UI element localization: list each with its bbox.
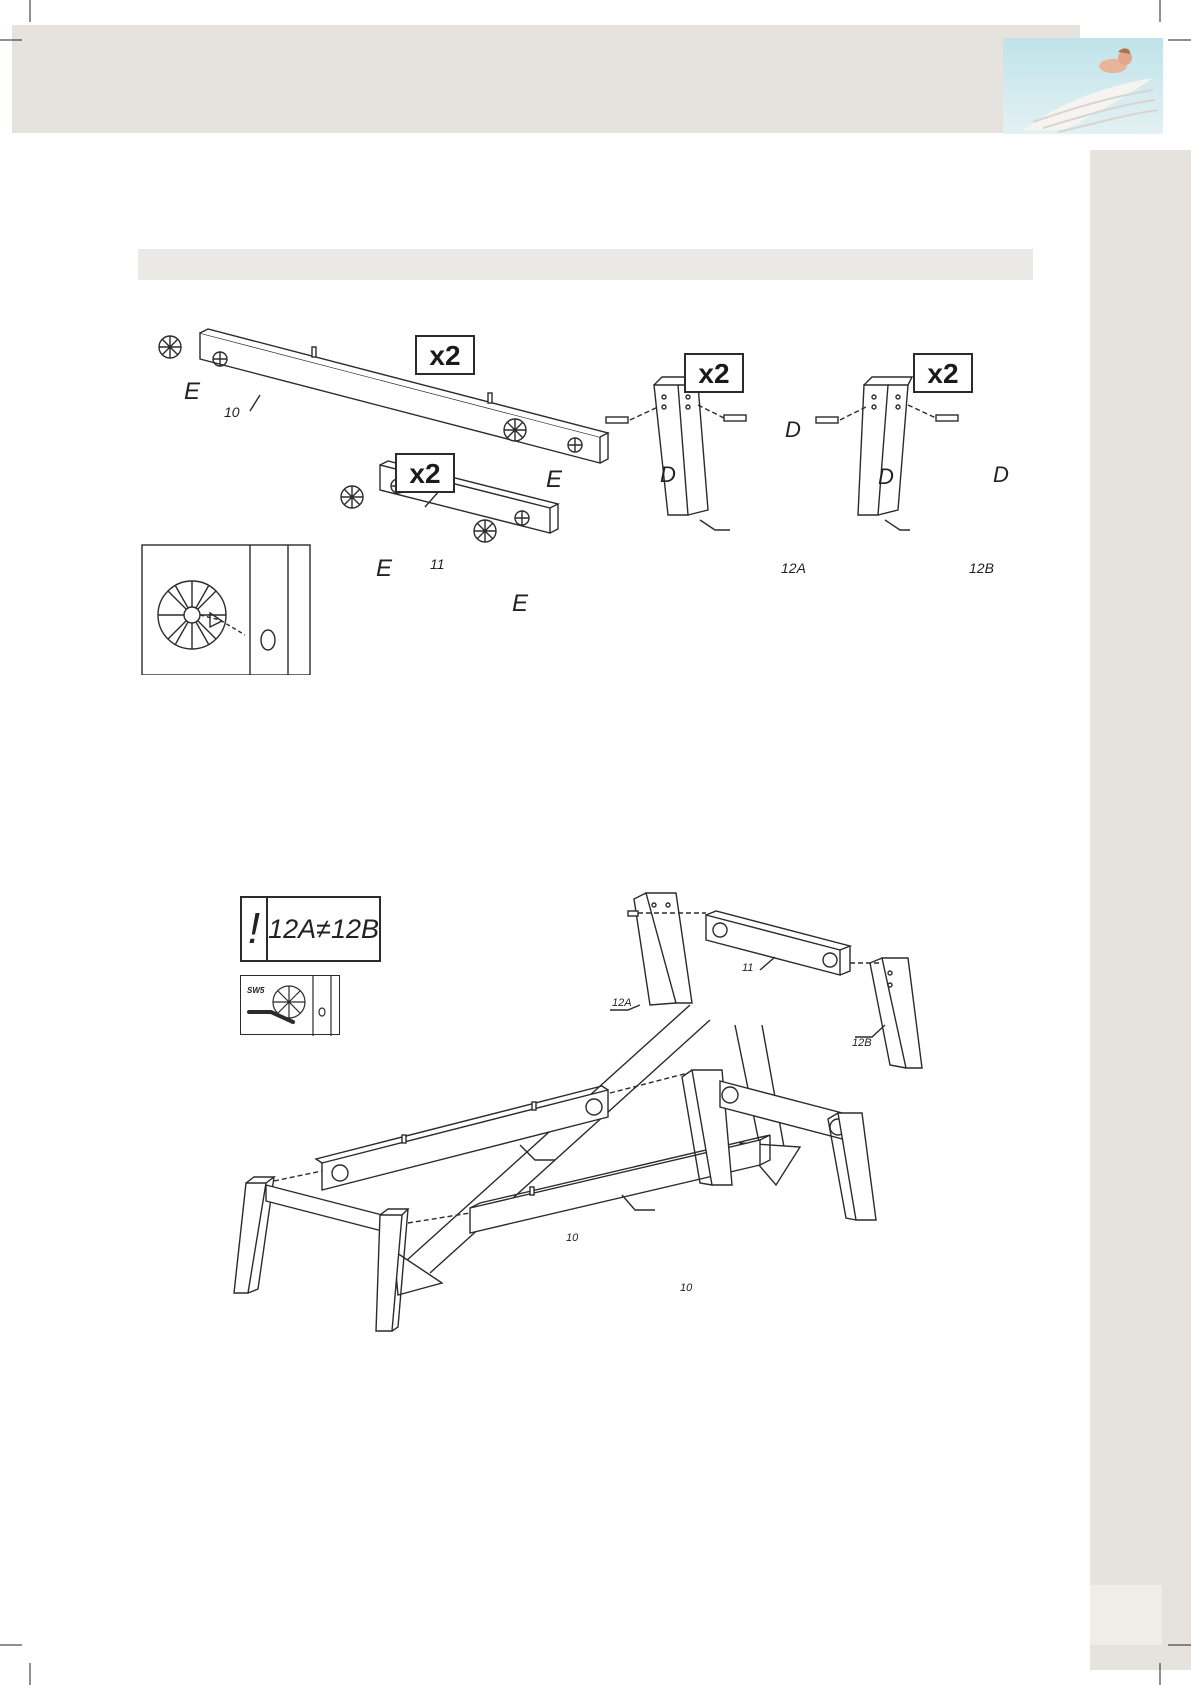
hardware-label-e: E	[184, 378, 200, 406]
leg-12a	[610, 893, 706, 1010]
cam-lock-icon	[341, 486, 363, 508]
quantity-badge: x2	[913, 353, 973, 393]
cam-lock-icon	[504, 419, 526, 441]
long-rail-10	[316, 1086, 608, 1190]
part-label-10: 10	[566, 1232, 578, 1244]
leg-12b	[858, 377, 912, 530]
step2-assembly-diagram	[230, 885, 940, 1435]
leg-12a	[654, 377, 730, 530]
quantity-badge: x2	[684, 353, 744, 393]
part-label-12b: 12B	[852, 1037, 872, 1049]
hardware-label-d: D	[993, 462, 1009, 488]
front-leg-frame	[234, 1171, 470, 1331]
part-label-11: 11	[430, 556, 445, 572]
short-rail-11	[706, 911, 850, 975]
header-band	[12, 25, 1080, 133]
quantity-badge: x2	[415, 335, 475, 375]
hardware-label-e: E	[512, 590, 528, 618]
page-number-tab	[1090, 1585, 1162, 1645]
cam-lock-icon	[474, 520, 496, 542]
hardware-label-d: D	[878, 464, 894, 490]
svg-text:x2: x2	[698, 358, 729, 389]
step1-parts-diagram	[140, 325, 1040, 675]
corner-crop-mark	[1150, 1643, 1191, 1685]
part-label-10: 10	[680, 1282, 692, 1294]
part-label-12a: 12A	[781, 560, 806, 576]
section-title-bar	[138, 249, 1033, 280]
cam-lock-icon	[159, 336, 181, 358]
part-label-12a: 12A	[612, 997, 632, 1009]
part-label-10: 10	[224, 404, 240, 420]
corner-crop-mark	[0, 0, 40, 42]
hardware-label-d: D	[785, 417, 801, 443]
long-rail-10	[200, 329, 608, 463]
cam-lock-detail-box	[142, 545, 310, 675]
hardware-label-e: E	[376, 555, 392, 583]
corner-crop-mark	[1150, 0, 1191, 42]
hardware-label-e: E	[546, 466, 562, 494]
quantity-badge: x2	[395, 453, 455, 493]
hardware-label-d: D	[660, 462, 676, 488]
svg-text:x2: x2	[927, 358, 958, 389]
header-wing-photo	[1003, 38, 1163, 134]
svg-text:x2: x2	[409, 458, 440, 489]
side-margin-strip	[1090, 150, 1191, 1670]
dowel-icon	[816, 405, 958, 423]
svg-text:x2: x2	[429, 340, 460, 371]
part-label-12b: 12B	[969, 560, 994, 576]
part-label-11: 11	[742, 962, 753, 974]
leg-12b	[850, 958, 922, 1068]
corner-crop-mark	[0, 1643, 40, 1685]
